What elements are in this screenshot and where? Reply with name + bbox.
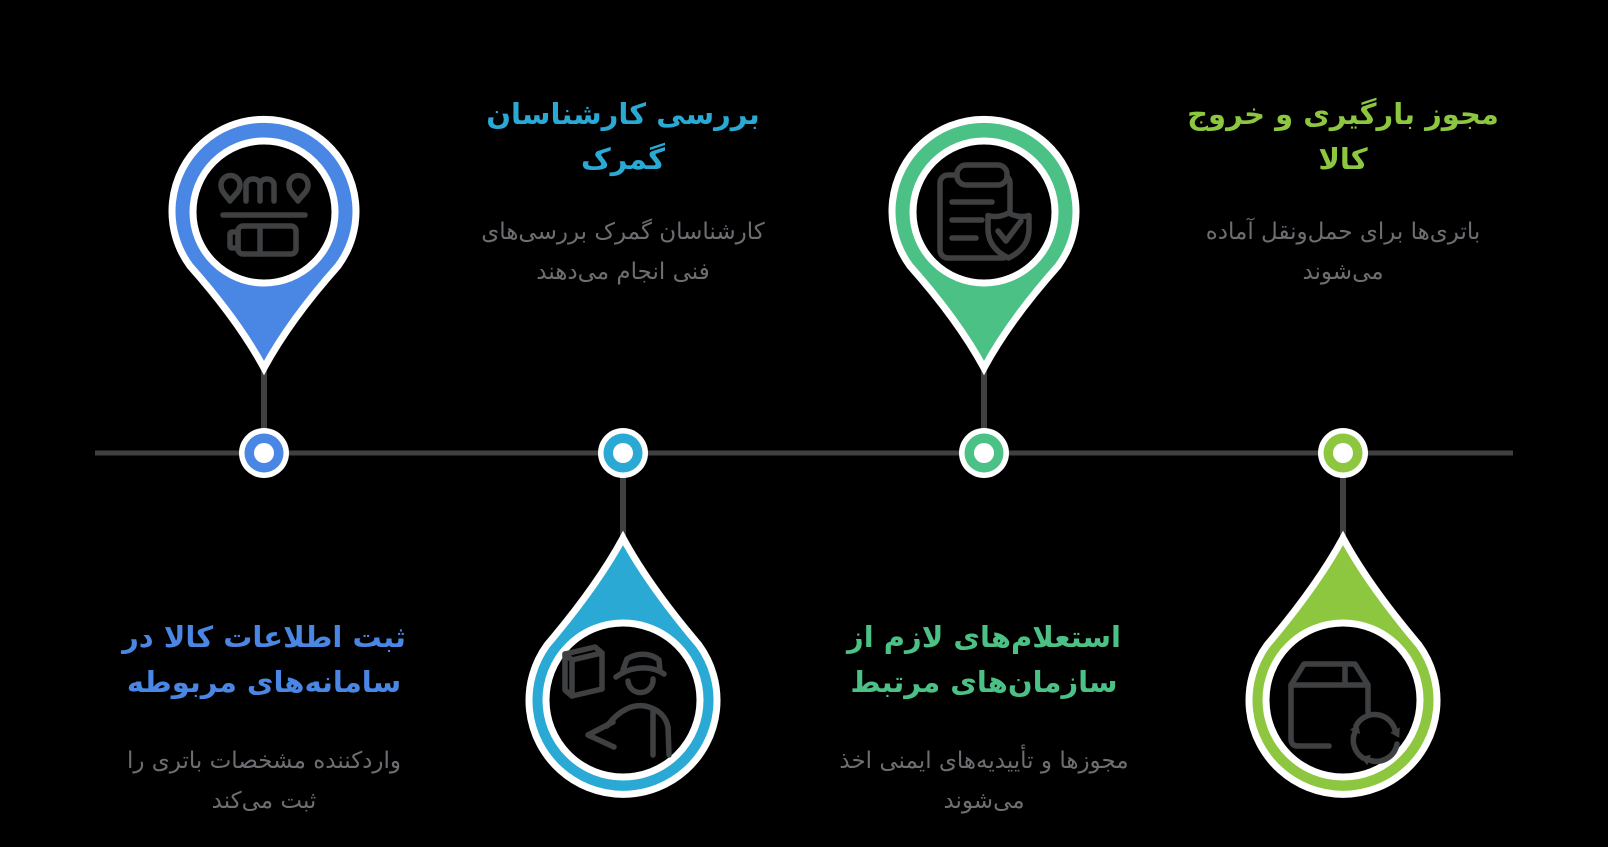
title-line: استعلام‌های لازم از — [847, 620, 1121, 654]
description-line: باتری‌ها برای حمل‌ونقل آماده — [1205, 219, 1481, 245]
milestone-required-inquiries — [888, 115, 1080, 478]
description-line: می‌شوند — [1302, 259, 1384, 285]
description-line: کارشناسان گمرک بررسی‌های — [481, 219, 765, 245]
description-line: ثبت می‌کند — [211, 788, 317, 814]
timeline-node — [1318, 428, 1368, 478]
item-description: واردکننده مشخصات باتری را ثبت می‌کند — [44, 741, 484, 821]
timeline-node — [959, 428, 1009, 478]
item-title: مجوز بارگیری و خروج کالا — [1123, 92, 1563, 182]
title-line: سامانه‌های مربوطه — [126, 665, 402, 699]
battery-location-icon — [218, 172, 311, 257]
item-text-register-goods-info: ثبت اطلاعات کالا در سامانه‌های مربوطه وا… — [44, 615, 484, 821]
title-line: بررسی کارشناسان — [486, 97, 760, 131]
milestone-register-goods-info — [168, 115, 360, 478]
milestone-customs-expert-review — [525, 428, 721, 798]
title-line: سازمان‌های مرتبط — [850, 665, 1118, 699]
milestone-loading-exit-permit — [1245, 428, 1441, 798]
pin-inner-circle — [542, 619, 704, 781]
item-text-customs-expert-review: بررسی کارشناسان گمرک کارشناسان گمرک بررس… — [403, 92, 843, 292]
title-line: مجوز بارگیری و خروج — [1187, 97, 1499, 131]
item-description: باتری‌ها برای حمل‌ونقل آماده می‌شوند — [1123, 212, 1563, 292]
item-text-loading-exit-permit: مجوز بارگیری و خروج کالا باتری‌ها برای ح… — [1123, 92, 1563, 292]
description-line: می‌شوند — [943, 788, 1025, 814]
package-recycle-icon — [1288, 661, 1400, 766]
item-description: مجوزها و تأییدیه‌های ایمنی اخذ می‌شوند — [764, 741, 1204, 821]
item-description: کارشناسان گمرک بررسی‌های فنی انجام می‌ده… — [403, 212, 843, 292]
customs-officer-inspection-icon — [562, 644, 672, 758]
title-line: گمرک — [580, 142, 666, 176]
item-text-required-inquiries: استعلام‌های لازم از سازمان‌های مرتبط مجو… — [764, 615, 1204, 821]
pin-inner-circle — [189, 137, 339, 287]
clipboard-shield-check-icon — [937, 162, 1032, 261]
item-title: بررسی کارشناسان گمرک — [403, 92, 843, 182]
title-line: کالا — [1318, 142, 1368, 176]
timeline-node — [239, 428, 289, 478]
title-line: ثبت اطلاعات کالا در — [122, 620, 406, 654]
description-line: مجوزها و تأییدیه‌های ایمنی اخذ — [839, 748, 1129, 774]
item-title: استعلام‌های لازم از سازمان‌های مرتبط — [764, 615, 1204, 705]
timeline-node — [598, 428, 648, 478]
description-line: فنی انجام می‌دهند — [536, 259, 710, 285]
description-line: واردکننده مشخصات باتری را — [126, 748, 402, 774]
item-title: ثبت اطلاعات کالا در سامانه‌های مربوطه — [44, 615, 484, 705]
